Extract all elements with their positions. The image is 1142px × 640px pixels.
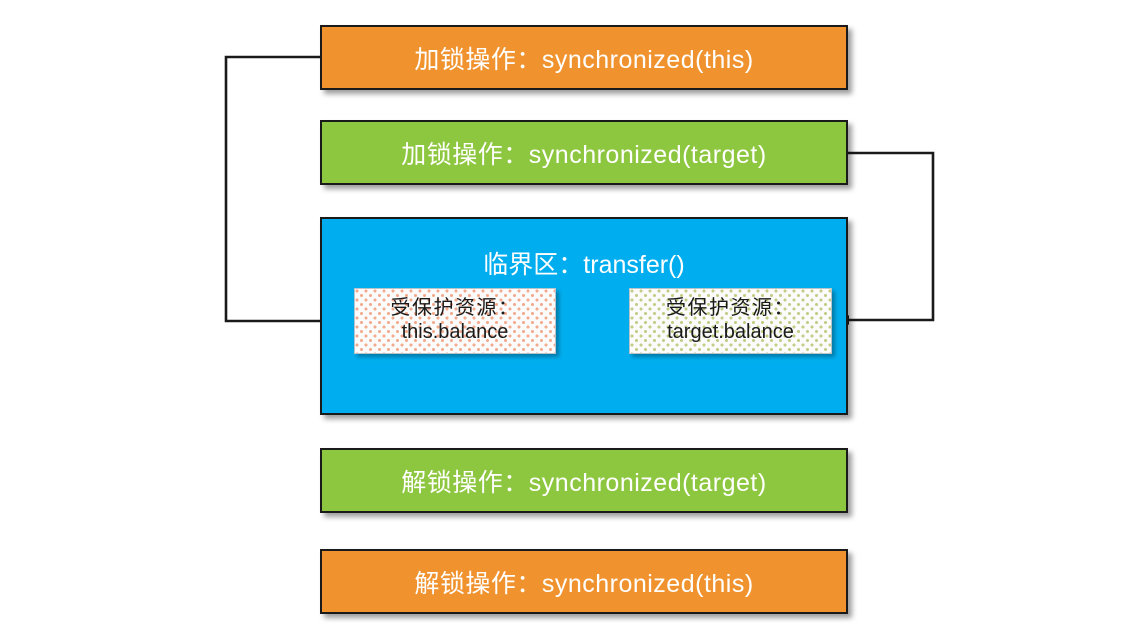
box-unlock-this[interactable]: 解锁操作：synchronized(this) <box>320 549 848 614</box>
box-lock-target[interactable]: 加锁操作：synchronized(target) <box>320 120 848 185</box>
resource-left-value: this.balance <box>401 321 509 343</box>
box-unlock-this-label: 解锁操作：synchronized(this) <box>414 569 754 598</box>
resource-left-heading: 受保护资源： <box>390 297 520 320</box>
resource-right-value: target.balance <box>667 321 794 343</box>
box-unlock-target-label: 解锁操作：synchronized(target) <box>401 468 767 497</box>
resource-box-this-balance[interactable]: 受保护资源： this.balance <box>354 288 556 354</box>
box-critical-section-label: 临界区：transfer() <box>483 251 685 279</box>
box-lock-this[interactable]: 加锁操作：synchronized(this) <box>320 25 848 90</box>
box-lock-target-label: 加锁操作：synchronized(target) <box>401 140 767 169</box>
connector-lock-target-to-target-balance <box>838 151 935 325</box>
box-critical-section[interactable]: 临界区：transfer() 受保护资源： this.balance 受保护资源… <box>320 217 848 415</box>
resource-right-heading: 受保护资源： <box>666 297 795 320</box>
resource-box-target-balance[interactable]: 受保护资源： target.balance <box>629 288 832 354</box>
box-unlock-target[interactable]: 解锁操作：synchronized(target) <box>320 448 848 513</box>
box-lock-this-label: 加锁操作：synchronized(this) <box>414 45 754 74</box>
